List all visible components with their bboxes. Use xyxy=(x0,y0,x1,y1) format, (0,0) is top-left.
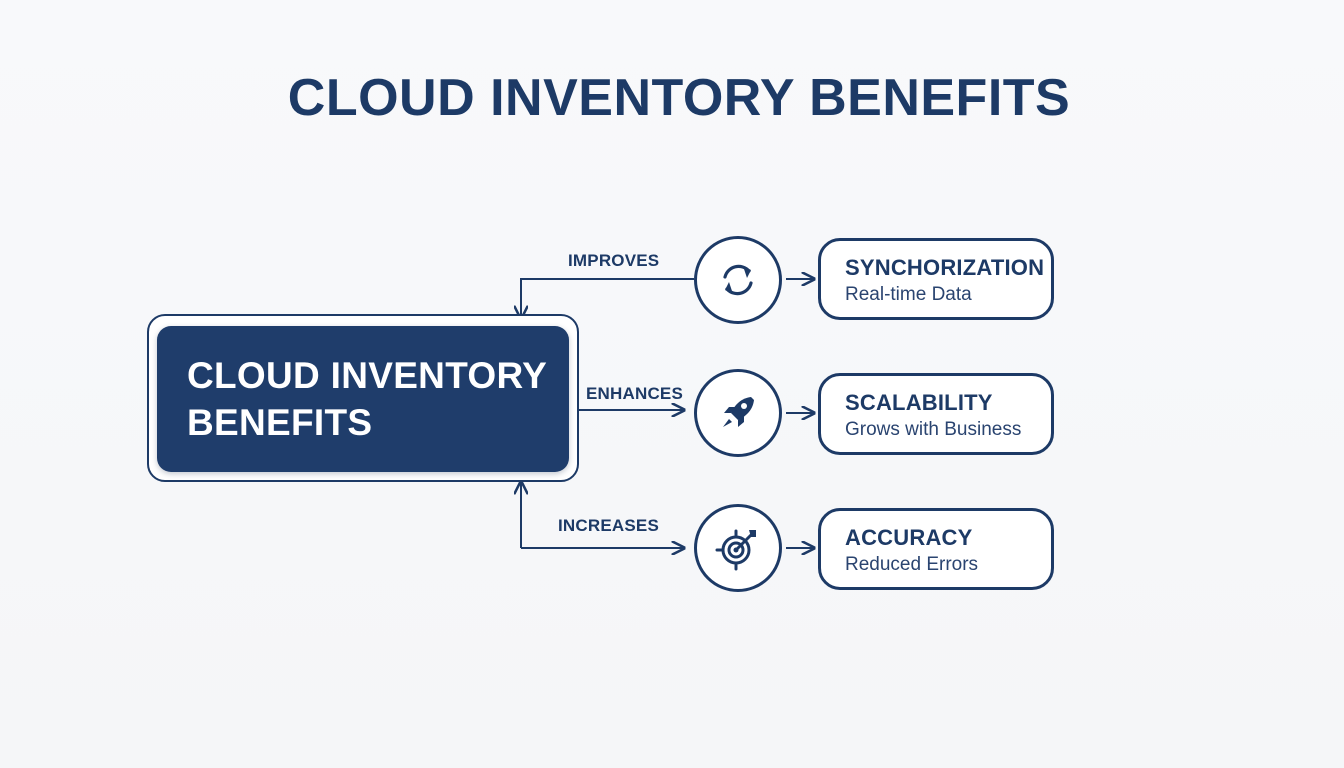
sync-icon-circle xyxy=(694,236,782,324)
relation-label-increases: INCREASES xyxy=(558,516,659,535)
target-icon-circle xyxy=(694,504,782,592)
hub-title-line-2: BENEFITS xyxy=(187,402,373,443)
card-synchronization: SYNCHORIZATION Real-time Data xyxy=(818,238,1054,320)
sync-icon xyxy=(723,264,753,296)
hub-title-line-1: CLOUD INVENTORY xyxy=(187,355,548,396)
card-subtitle-synchronization: Real-time Data xyxy=(845,284,972,305)
card-accuracy: ACCURACY Reduced Errors xyxy=(818,508,1054,590)
relation-label-improves: IMPROVES xyxy=(568,251,660,270)
target-icon xyxy=(715,529,756,571)
card-subtitle-accuracy: Reduced Errors xyxy=(845,554,979,575)
card-scalability: SCALABILITY Grows with Business xyxy=(818,373,1054,455)
hub-node: CLOUD INVENTORY BENEFITS xyxy=(147,314,579,482)
page-title: CLOUD INVENTORY BENEFITS xyxy=(287,69,1071,127)
rocket-icon xyxy=(723,397,754,427)
card-title-scalability: SCALABILITY xyxy=(845,390,993,415)
card-title-synchronization: SYNCHORIZATION xyxy=(845,255,1045,280)
relation-label-enhances: ENHANCES xyxy=(586,384,684,403)
card-subtitle-scalability: Grows with Business xyxy=(845,419,1022,440)
card-title-accuracy: ACCURACY xyxy=(845,525,973,550)
rocket-icon-circle xyxy=(694,369,782,457)
hub-node-fill: CLOUD INVENTORY BENEFITS xyxy=(157,326,569,472)
connector-improves xyxy=(521,278,694,318)
